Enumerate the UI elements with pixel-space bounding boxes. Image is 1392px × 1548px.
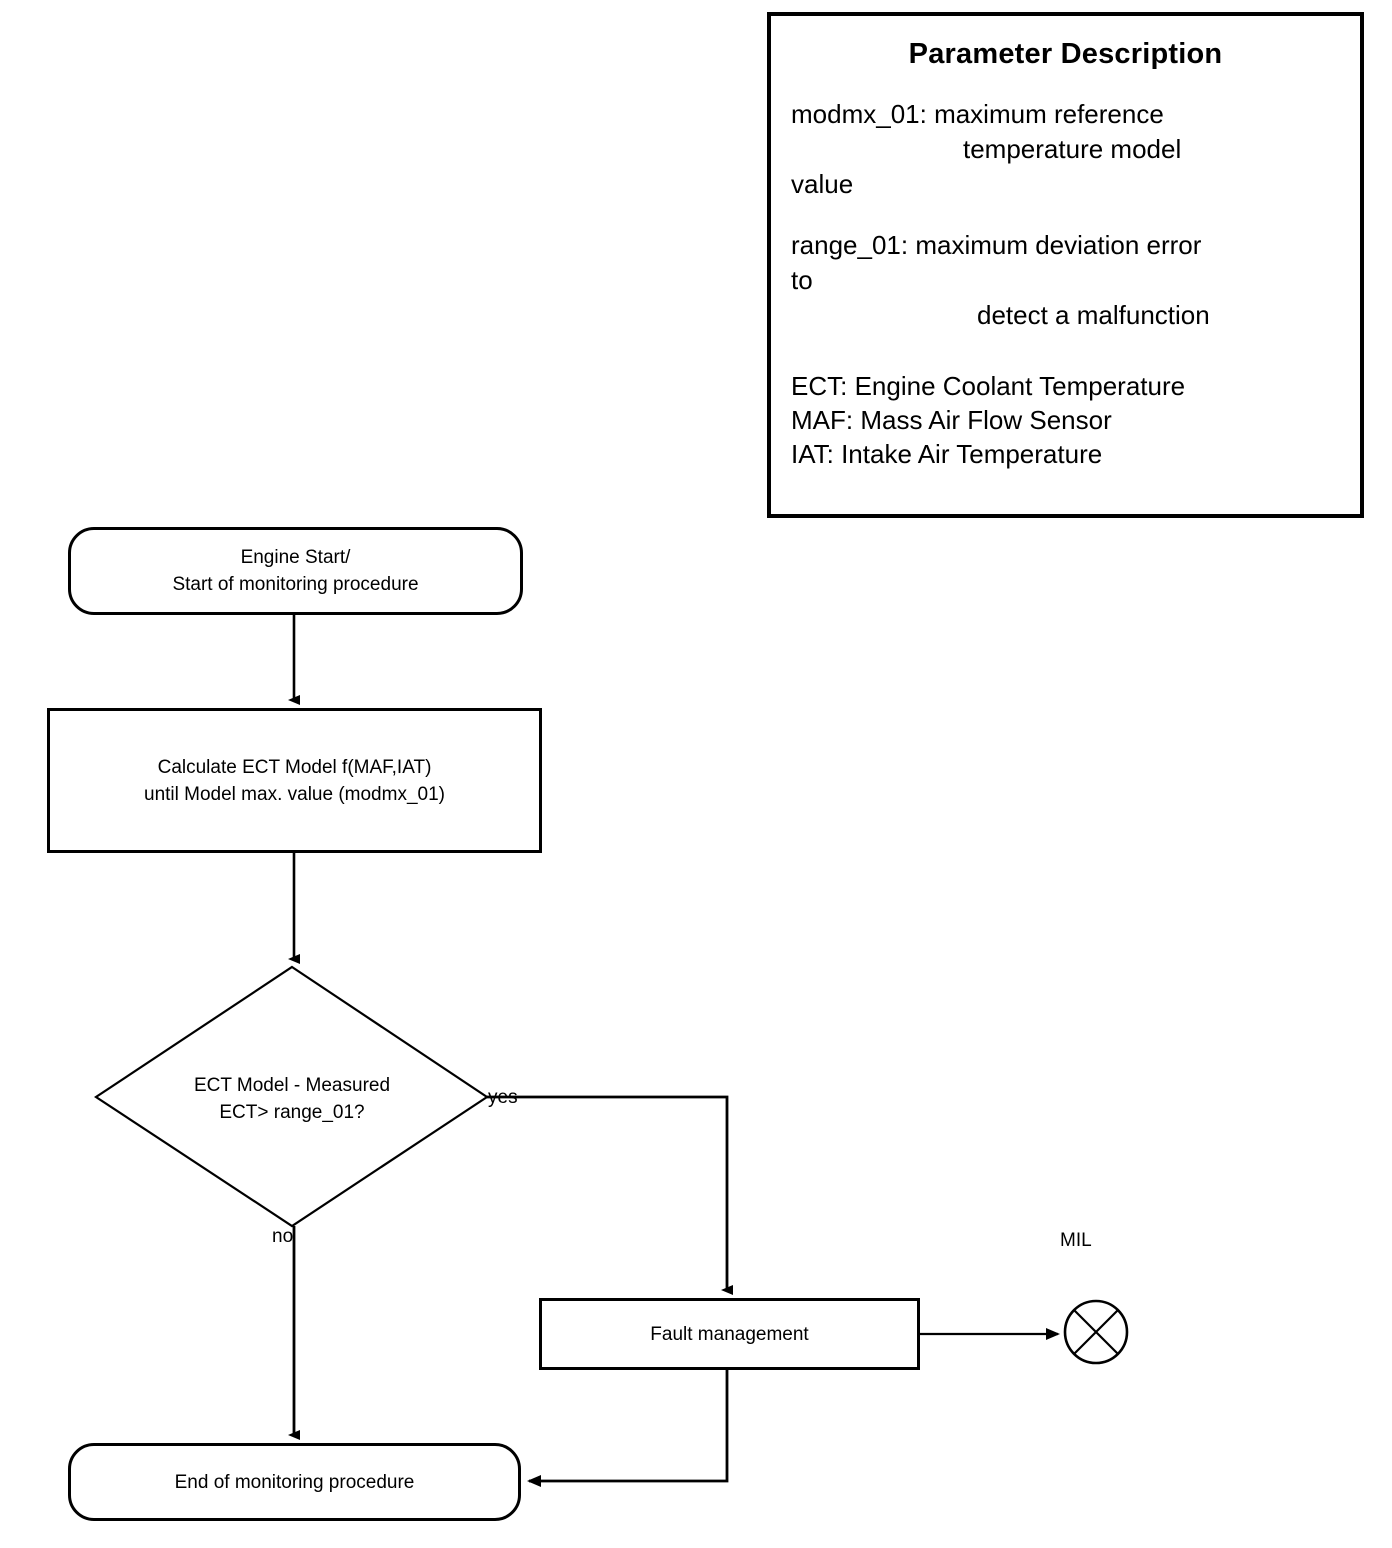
parameter-description-body: modmx_01: maximum reference temperature … xyxy=(771,97,1360,471)
parameter-description-panel: Parameter Description modmx_01: maximum … xyxy=(767,12,1364,518)
parameter-entry-range01-line1: range_01: maximum deviation error xyxy=(791,230,1202,260)
node-calculate-ect-model-label: Calculate ECT Model f(MAF,IAT) until Mod… xyxy=(144,756,445,805)
parameter-entry-range01: range_01: maximum deviation error to det… xyxy=(791,228,1340,333)
node-end-of-monitoring-label: End of monitoring procedure xyxy=(174,1471,415,1493)
parameter-entry-modmx01-line3: value xyxy=(791,169,854,199)
node-end-of-monitoring[interactable]: End of monitoring procedure xyxy=(68,1443,521,1521)
node-engine-start-label: Engine Start/ Start of monitoring proced… xyxy=(172,547,419,595)
parameter-entry-range01-line3: detect a malfunction xyxy=(977,300,1210,330)
parameter-entry-modmx01-line1: modmx_01: maximum reference xyxy=(791,99,1164,129)
edge-fault-to-end xyxy=(527,1370,729,1487)
parameter-entry-modmx01-line2: temperature model xyxy=(963,134,1182,164)
abbreviation-list: ECT: Engine Coolant Temperature MAF: Mas… xyxy=(791,369,1340,471)
node-calculate-ect-model[interactable]: Calculate ECT Model f(MAF,IAT) until Mod… xyxy=(47,708,542,853)
node-fault-management-label: Fault management xyxy=(650,1323,809,1345)
branch-label-yes: yes xyxy=(488,1087,518,1108)
abbreviation-maf: MAF: Mass Air Flow Sensor xyxy=(791,405,1112,435)
node-fault-management[interactable]: Fault management xyxy=(539,1298,920,1370)
node-engine-start[interactable]: Engine Start/ Start of monitoring proced… xyxy=(68,527,523,615)
lamp-cross-circle-icon xyxy=(1063,1299,1129,1365)
parameter-entry-range01-line2: to xyxy=(791,265,813,295)
branch-label-no: no xyxy=(272,1226,294,1247)
parameter-description-title: Parameter Description xyxy=(908,38,1223,70)
edge-decision-yes-to-fault xyxy=(487,1095,733,1295)
parameter-entry-modmx01: modmx_01: maximum reference temperature … xyxy=(791,97,1340,202)
mil-label: MIL xyxy=(1060,1230,1092,1251)
abbreviation-ect: ECT: Engine Coolant Temperature xyxy=(791,371,1186,401)
abbreviation-iat: IAT: Intake Air Temperature xyxy=(791,439,1103,469)
node-decision-label: ECT Model - Measured ECT> range_01? xyxy=(193,1075,391,1123)
